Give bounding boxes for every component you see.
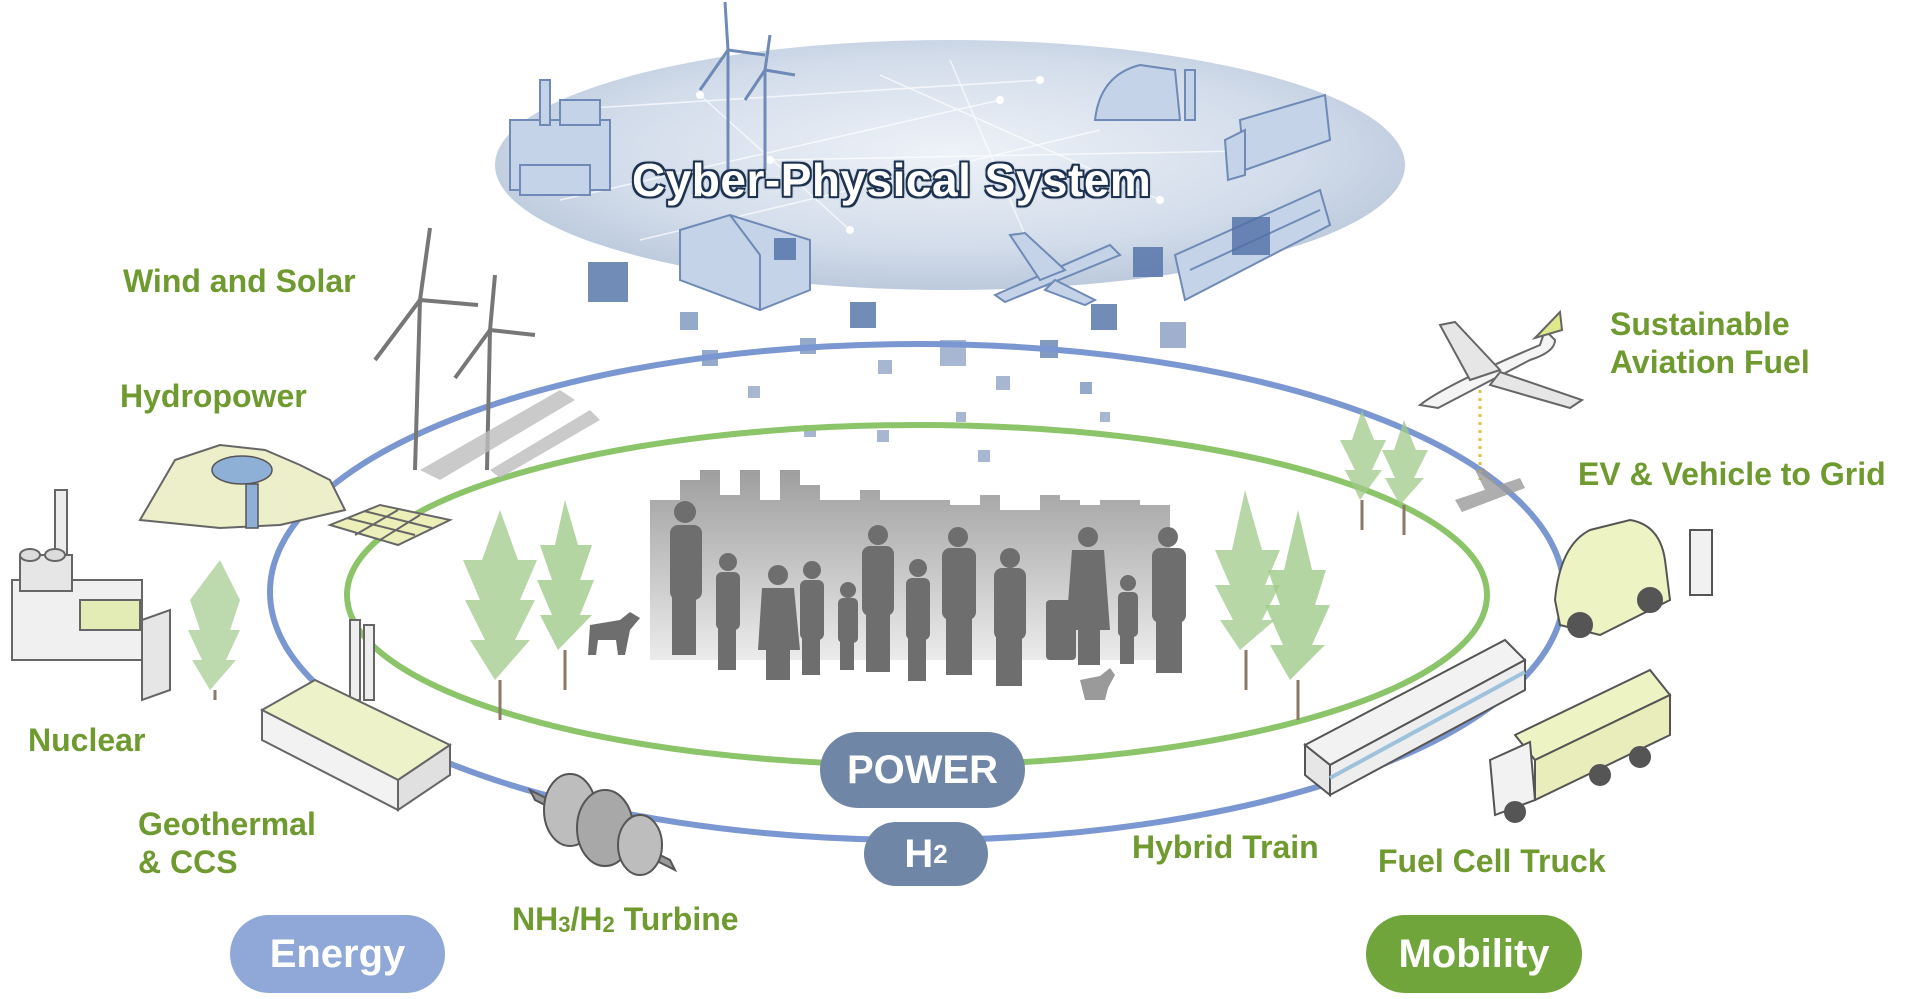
cloud-ev-icon (1093, 63, 1196, 121)
geothermal-plant-icon (259, 619, 453, 812)
fuel-cell-truck-icon (1488, 668, 1672, 823)
cloud-wind-turbines-icon (698, 1, 796, 170)
turbine-label-prefix: NH (512, 901, 559, 937)
turbine-label-sub2: 2 (602, 912, 615, 937)
wind-turbine-icon (373, 227, 536, 471)
geothermal-label-line1: Geothermal (138, 806, 316, 842)
nuclear-plant-icon (11, 489, 171, 702)
mobility-category-badge: Mobility (1366, 915, 1582, 993)
hydropower-label: Hydropower (120, 378, 307, 414)
turbine-label-mid: /H (570, 901, 603, 937)
h2-badge-sub: 2 (933, 838, 948, 869)
geothermal-label-line2: & CCS (138, 844, 238, 880)
wind-solar-label: Wind and Solar (123, 263, 356, 299)
airplane-icon (1417, 309, 1585, 410)
nuclear-label: Nuclear (28, 722, 146, 758)
turbine-label-suffix: Turbine (614, 901, 739, 937)
hybrid-train-icon (1303, 638, 1527, 798)
cyber-physical-system-title: Cyber-Physical System (632, 154, 1152, 206)
cloud-airplane-icon (992, 231, 1122, 307)
fuel-cell-truck-label: Fuel Cell Truck (1378, 843, 1606, 879)
h2-badge-h: H (904, 831, 934, 876)
cloud-factory-icon (509, 79, 611, 196)
hybrid-train-label: Hybrid Train (1132, 829, 1319, 865)
turbine-label: NH3/H2 Turbine (512, 900, 739, 944)
turbine-label-sub1: 3 (558, 912, 571, 937)
ev-grid-label: EV & Vehicle to Grid (1578, 456, 1886, 492)
saf-label-line1: Sustainable (1610, 306, 1790, 342)
people-silhouettes (588, 501, 1186, 700)
energy-category-badge: Energy (230, 915, 445, 993)
electric-vehicle-icon (1553, 518, 1713, 638)
wind-turbine-shadow (420, 390, 600, 480)
saf-label-line2: Aviation Fuel (1610, 344, 1810, 380)
power-badge: POWER (820, 732, 1025, 808)
hydropower-icon (138, 443, 347, 530)
airplane-shadow (1455, 468, 1525, 512)
solar-panel-icon (326, 503, 454, 547)
cloud-truck-icon (1223, 93, 1332, 182)
ammonia-hydrogen-turbine-icon (527, 773, 678, 876)
trees (188, 410, 1428, 690)
